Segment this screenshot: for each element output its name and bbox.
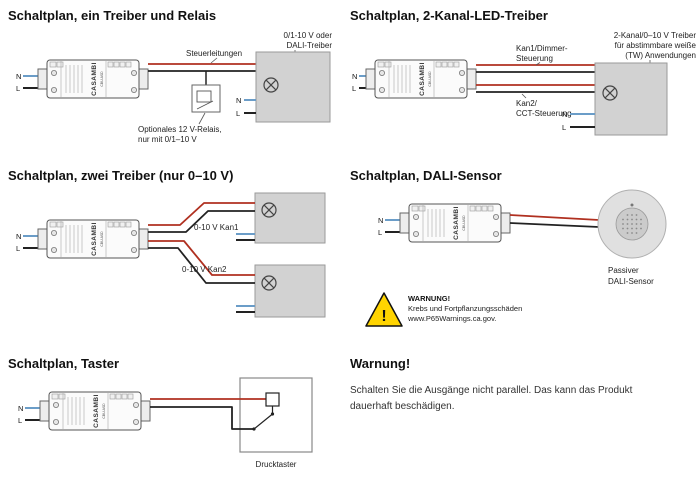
kan2-label-1: Kan2/ [516,99,538,108]
casambi-device [37,219,149,259]
sensor-label-1: Passiver [608,266,639,275]
pointer-line [210,57,218,64]
label-l: L [16,244,20,253]
label-n2: N [562,110,567,119]
casambi-device [399,203,511,243]
warning-body-line-2: dauerhaft beschädigen. [350,400,455,412]
label-l: L [18,416,22,425]
section-dali-sensor-title: Schaltplan, DALI-Sensor [350,168,502,183]
sensor-label-2: DALI-Sensor [608,277,654,286]
label-l2: L [562,123,566,132]
casambi-device [37,59,149,99]
section-taster: Schaltplan, Taster N L Drucktaster [8,356,348,487]
label-n2: N [236,96,241,105]
wire-kan2-red [148,240,255,276]
driver-label-1: 2-Kanal/0–10 V Treiber [614,31,697,40]
label-n: N [16,232,21,241]
section-relay-title: Schaltplan, ein Treiber und Relais [8,8,217,23]
section-warnung-title: Warnung! [350,356,411,371]
section-two-channel-title: Schaltplan, 2-Kanal-LED-Treiber [350,8,548,23]
section-warnung: Warnung! Schalten Sie die Ausgänge nicht… [350,356,690,414]
driver-load-box [255,51,331,123]
wire-dali-red [509,214,600,221]
section-two-drivers: Schaltplan, zwei Treiber (nur 0–10 V) N … [8,168,348,351]
label-l: L [378,228,382,237]
sensor-perforation [622,214,642,234]
taster-diagram: N L Drucktaster [18,377,313,469]
label-l: L [352,84,356,93]
label-n: N [16,72,21,81]
section-two-channel: Schaltplan, 2-Kanal-LED-Treiber N L Kan1… [350,8,700,161]
warning-triangle-icon [365,292,403,327]
lamp-symbol [261,275,277,291]
relay-symbol [196,90,214,110]
relay-box [191,84,221,113]
lamp-symbol [263,77,279,93]
driver1-load-box [254,192,326,244]
section-two-drivers-title: Schaltplan, zwei Treiber (nur 0–10 V) [8,168,234,183]
two-drivers-diagram: N L 0-10 V Kan1 0-10 V Kan2 [16,192,326,318]
kan1-label-2: Steuerung [516,54,553,63]
driver-label-3: (TW) Anwendungen [625,51,696,60]
control-lines-label: Steuerleitungen [186,49,242,58]
warning-body: Schalten Sie die Ausgänge nicht parallel… [350,383,690,414]
warning-exclamation: ! [381,308,386,325]
section-dali-sensor: Schaltplan, DALI-Sensor N L [350,168,700,351]
lamp-symbol [261,202,277,218]
pointer-line [198,112,206,125]
section-relay: Schaltplan, ein Treiber und Relais N L S… [8,8,342,161]
pushbutton-label: Drucktaster [256,460,297,469]
label-n: N [352,72,357,81]
driver-label-2: DALI-Treiber [287,41,333,50]
casambi-device [365,59,477,99]
warning-line-1: Krebs und Fortpflanzungsschäden [408,304,522,313]
casambi-device [39,391,151,431]
dali-sensor [597,189,667,259]
relay-diagram: N L Steuerleitungen 0/1-10 V oder DALI-T… [16,31,333,144]
wire-kan1-red [148,202,255,226]
section-taster-title: Schaltplan, Taster [8,356,120,371]
pushbutton-box [239,377,313,453]
driver-label-2: für abstimmbare weiße [615,41,697,50]
lamp-symbol [602,85,618,101]
relay-note-1: Optionales 12 V-Relais, [138,125,222,134]
label-l2: L [236,109,240,118]
driver2-load-box [254,264,326,318]
wire-button-black [150,406,254,430]
kan1-label: 0-10 V Kan1 [194,223,239,232]
driver-label-1: 0/1-10 V oder [284,31,333,40]
pointer-line [535,62,541,66]
wire-kan1-black [148,210,255,233]
label-n: N [18,404,23,413]
kan2-label: 0-10 V Kan2 [182,265,227,274]
wire-kan2-black [148,247,255,284]
two-channel-diagram: N L Kan1/Dimmer- Steuerung Kan2/ CCT-Ste… [352,31,697,136]
dali-sensor-diagram: N L Passiver DALI-Sensor [365,189,667,327]
warning-title: WARNUNG! [408,294,450,303]
warning-body-line-1: Schalten Sie die Ausgänge nicht parallel… [350,385,633,396]
pushbutton-symbol [252,392,280,431]
relay-note-2: nur mit 0/1–10 V [138,135,197,144]
kan1-label-1: Kan1/Dimmer- [516,44,568,53]
kan2-label-2: CCT-Steuerung [516,109,572,118]
label-n: N [378,216,383,225]
pointer-line [521,93,527,99]
wire-dali-black [509,222,600,228]
warning-line-2: www.P65Warnings.ca.gov. [407,314,496,323]
label-l: L [16,84,20,93]
